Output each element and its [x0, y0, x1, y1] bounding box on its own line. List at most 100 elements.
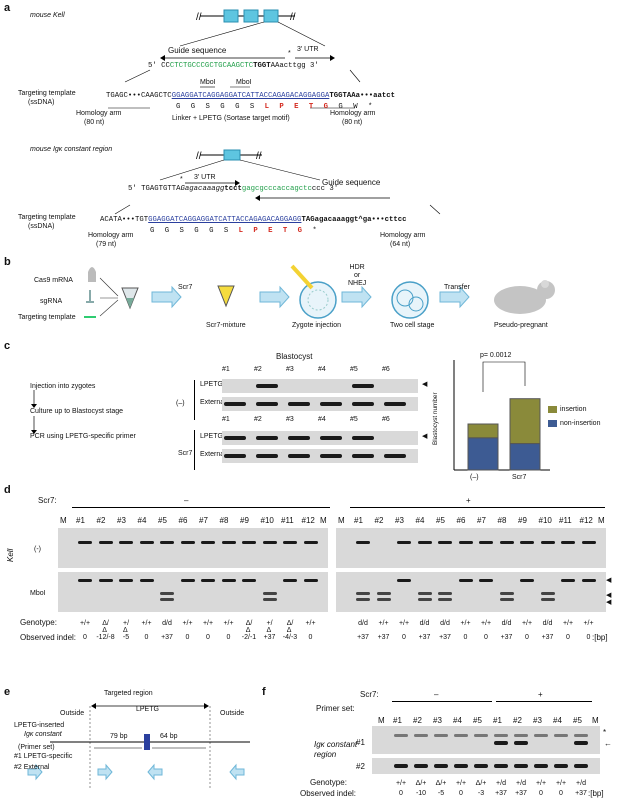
gel-band	[520, 579, 534, 582]
lane-label: #7	[477, 516, 486, 525]
f-minus: –	[434, 690, 439, 699]
genotype-value: +/+	[378, 620, 389, 627]
amino-acid: G	[164, 227, 180, 235]
gel-band	[540, 592, 555, 595]
gel-band	[262, 592, 277, 595]
gel-band	[458, 541, 473, 544]
panel-b-label: b	[4, 256, 11, 268]
e-targeted-region: Targeted region	[104, 690, 153, 697]
lane-label: #2	[254, 366, 262, 373]
gel-band	[303, 579, 318, 582]
kell-homology-right: Homology arm	[330, 110, 376, 117]
genotype-value: Δ/+	[415, 780, 427, 787]
f-row1: #1	[356, 738, 365, 747]
genotype-value: +/+	[521, 620, 533, 627]
blastocyst-bar-chart	[453, 360, 550, 471]
amino-acid: G	[235, 103, 250, 111]
band-arrow: ◀	[422, 433, 428, 440]
kell-homology-left-nt: (80 nt)	[84, 119, 105, 126]
lane-label: #1	[222, 416, 230, 423]
lane-label: #4	[318, 416, 326, 423]
indel-value: -3	[477, 790, 485, 797]
gel-band	[520, 541, 534, 544]
kell-guide-label: Guide sequence	[168, 46, 227, 55]
gel-band	[434, 764, 448, 768]
e-primer2: #2 External	[14, 764, 50, 771]
gel-band	[356, 592, 370, 595]
transfer-label: Transfer	[444, 284, 470, 291]
genotype-value: d/d	[358, 620, 368, 627]
gel-band	[256, 454, 278, 458]
panel-c-label: c	[4, 340, 11, 352]
band-arrow: ◀	[606, 592, 612, 599]
gel-band	[224, 402, 246, 406]
band-arrow: ◀	[422, 381, 428, 388]
gel-band	[139, 541, 154, 544]
gel-row-label: LPETG	[200, 433, 223, 440]
genotype-value: Δ/+	[475, 780, 487, 787]
gel-band	[201, 541, 215, 544]
amino-acid: L	[264, 103, 280, 111]
genotype-value: +/+	[202, 620, 214, 627]
d-row2-label: MboI	[30, 590, 46, 597]
genotype-value: +/+	[223, 620, 234, 627]
genotype-value: +/+	[562, 620, 574, 627]
lane-label: #10	[538, 516, 552, 525]
lane-label: #2	[96, 516, 106, 525]
genotype-value: Δ/Δ	[245, 620, 253, 634]
amino-acid: W	[353, 103, 368, 111]
gel-band	[514, 764, 528, 768]
gel-band	[574, 764, 588, 768]
indel-value: 0	[459, 790, 463, 797]
amino-acid: E	[268, 227, 283, 235]
amino-acid: S	[205, 103, 221, 111]
genotype-value: +/+	[480, 620, 492, 627]
e-right-bp: 64 bp	[160, 733, 178, 740]
gel-band	[139, 579, 154, 582]
bar-insertion-1	[509, 398, 541, 445]
lane-label: #5	[473, 716, 482, 725]
gel-band	[474, 764, 488, 768]
svg-text://: //	[256, 151, 262, 162]
indel-value: +37	[418, 634, 431, 641]
gel-band	[438, 598, 452, 601]
gel-band	[160, 541, 174, 544]
indel-value: 0	[484, 634, 488, 641]
gel-band	[78, 579, 92, 582]
legend-insertion: insertion	[560, 406, 587, 413]
gel-band	[458, 579, 473, 582]
genotype-value: +/Δ	[122, 620, 130, 634]
step-pseudo-pregnant: Pseudo-pregnant	[494, 322, 548, 329]
genotype-value: +/d	[576, 780, 586, 787]
lane-label: #5	[350, 416, 358, 423]
gel-band	[262, 541, 277, 544]
e-primer-set: (Primer set)	[18, 744, 55, 751]
indel-value: 0	[308, 634, 313, 641]
indel-value: 0	[525, 634, 529, 641]
e-outside-right: Outside	[220, 710, 245, 717]
d-minus-label: –	[184, 496, 189, 505]
kell-ssdna-label: (ssDNA)	[28, 99, 55, 106]
lane-label: #4	[453, 716, 462, 725]
gel-band	[352, 402, 374, 406]
gel-band	[454, 734, 468, 737]
igk-template-label: Targeting template	[18, 214, 76, 221]
gel-band	[534, 764, 548, 768]
marker-label: M	[60, 516, 67, 525]
gel-band	[98, 579, 113, 582]
igk-guide-seq: 5′ TGAGTGTTAGagacaaaggtcctgagcgcccaccagc…	[128, 185, 339, 193]
indel-value: +37	[495, 790, 507, 797]
flow-arrows	[31, 390, 37, 434]
e-primer1: #1 LPETG-specific	[14, 753, 73, 760]
genotype-value: Δ/+	[435, 780, 447, 787]
gel-band	[119, 579, 133, 582]
genotype-value: d/d	[501, 620, 512, 627]
lane-label: #7	[199, 516, 208, 525]
igk-arm-right-nt: (64 nt)	[390, 241, 411, 248]
genotype-value: +/d	[496, 780, 506, 787]
d-row1-label: (-)	[34, 546, 41, 553]
amino-acid: P	[253, 227, 269, 235]
indel-value: +37	[439, 634, 451, 641]
gel-band	[581, 541, 596, 544]
